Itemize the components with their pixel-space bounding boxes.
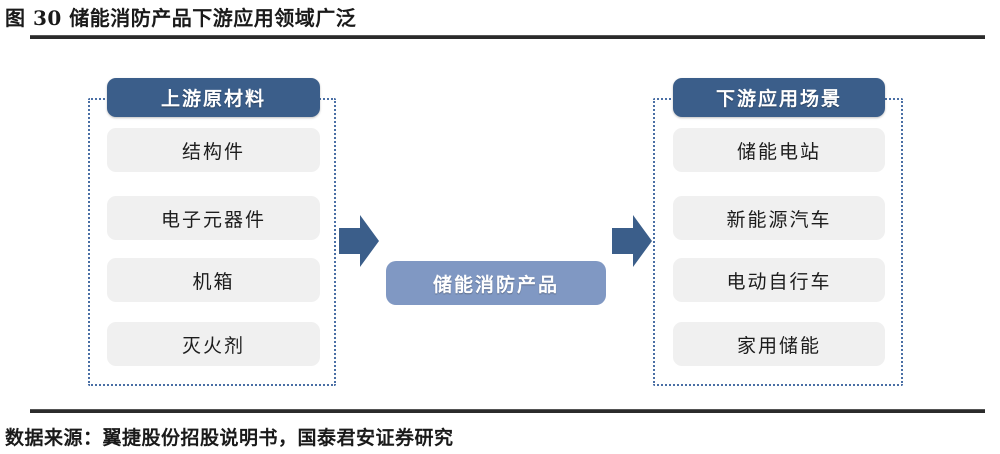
upstream-item-chassis: 机箱 [107, 258, 320, 302]
value-chain-diagram: 上游原材料 结构件 电子元器件 机箱 灭火剂 储能消防产品 下游应用场景 储能电… [0, 45, 1000, 405]
upstream-item-extinguishing-agent: 灭火剂 [107, 322, 320, 366]
downstream-item-household-storage: 家用储能 [673, 322, 885, 366]
downstream-item-new-energy-vehicle: 新能源汽车 [673, 196, 885, 240]
upstream-item-electronic-components: 电子元器件 [107, 196, 320, 240]
title-divider [30, 35, 985, 39]
arrow-right-icon-upstream-to-center [339, 212, 379, 270]
upstream-header: 上游原材料 [107, 78, 320, 117]
upstream-item-structural-parts: 结构件 [107, 128, 320, 172]
center-product-box: 储能消防产品 [386, 261, 606, 305]
footer-divider [30, 409, 985, 413]
downstream-item-electric-bicycle: 电动自行车 [673, 258, 885, 302]
arrow-right-icon-center-to-downstream [612, 212, 652, 270]
source-note: 数据来源：翼捷股份招股说明书，国泰君安证券研究 [5, 427, 454, 449]
figure-title: 图 30 储能消防产品下游应用领域广泛 [5, 6, 357, 30]
downstream-item-energy-storage-station: 储能电站 [673, 128, 885, 172]
downstream-header: 下游应用场景 [673, 78, 885, 117]
